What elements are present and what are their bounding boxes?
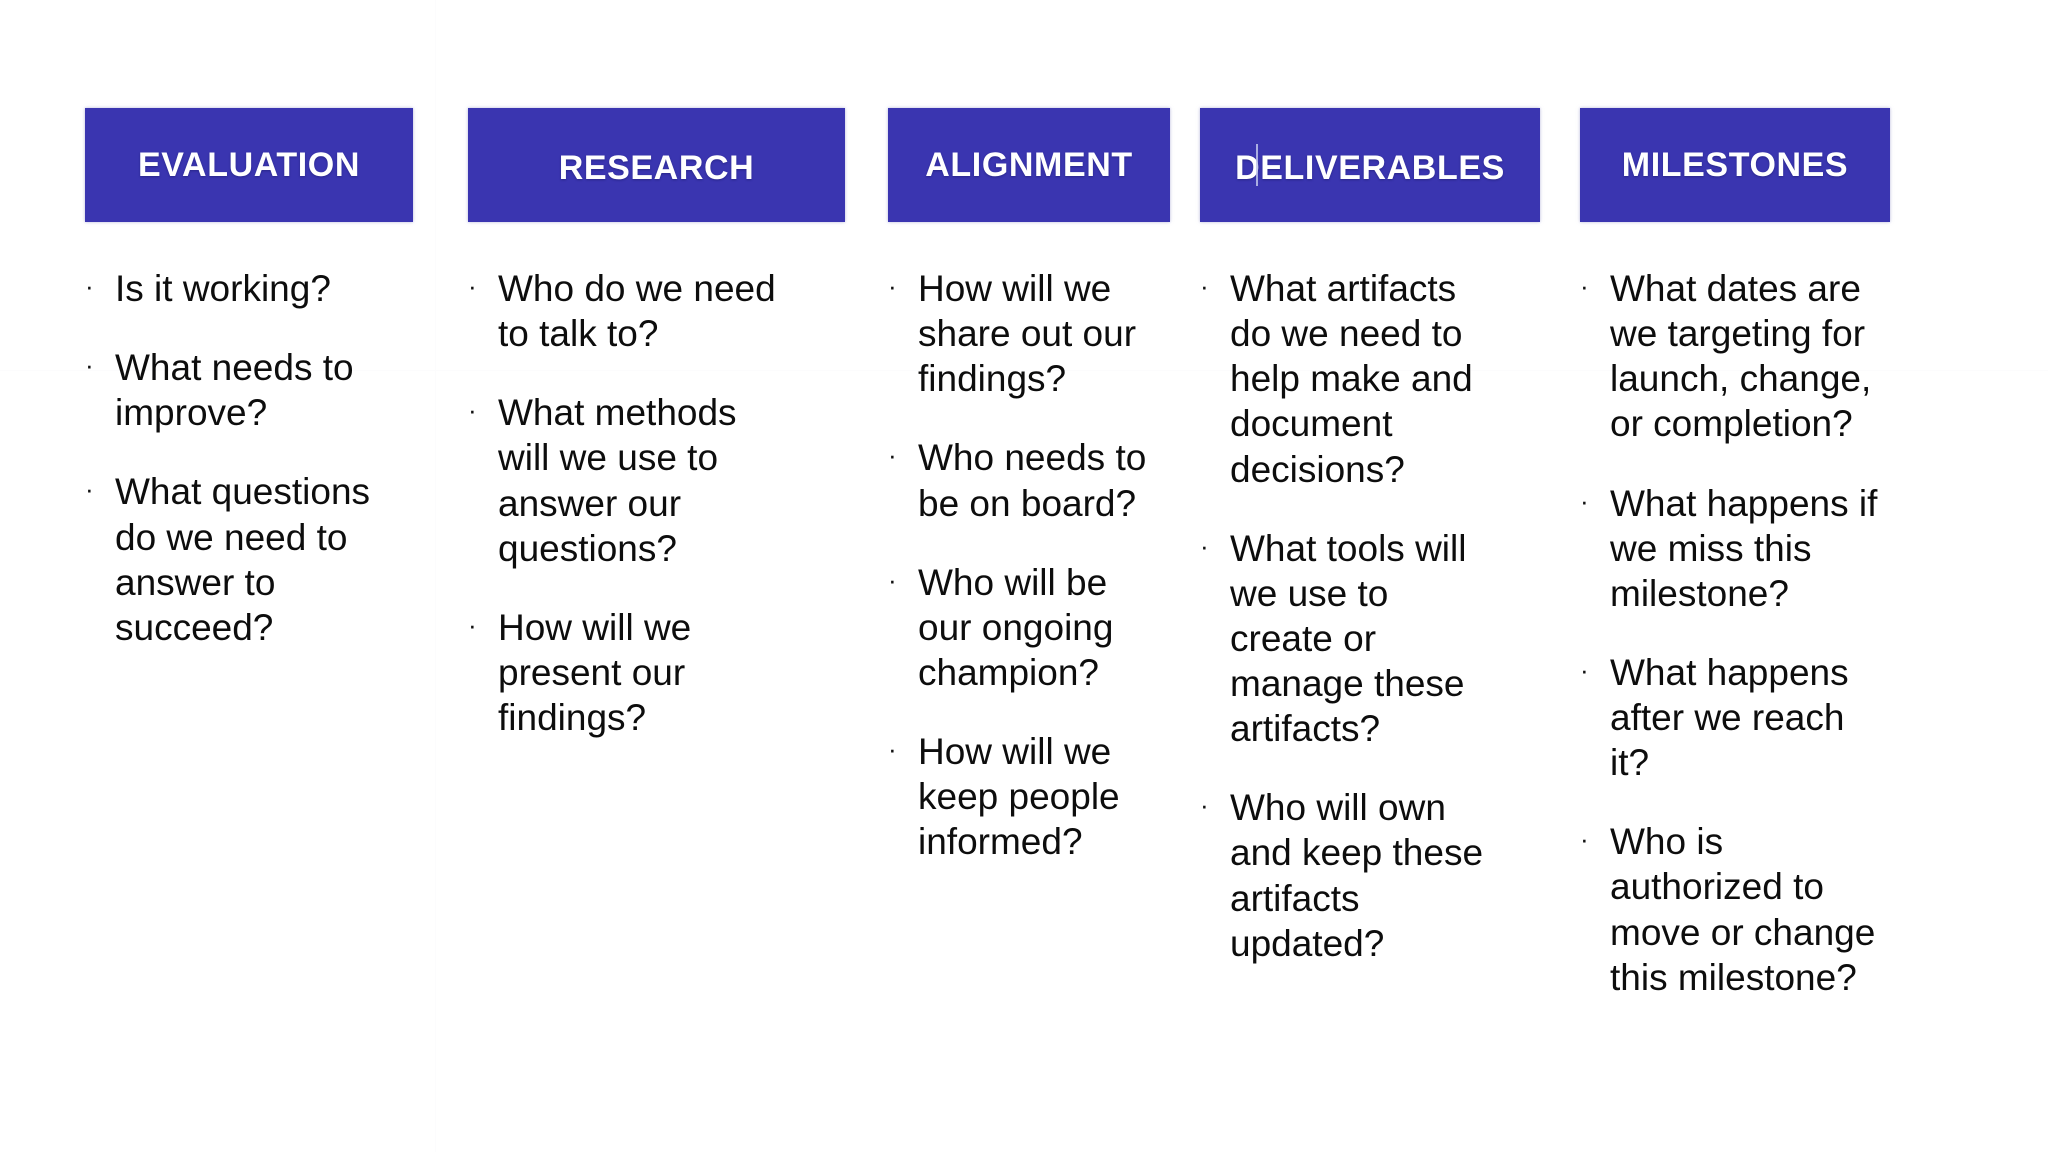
bullet-list-research: · Who do we need to talk to? · What meth… bbox=[468, 266, 788, 740]
list-item: · What happens after we reach it? bbox=[1580, 650, 1880, 785]
bullet-icon: · bbox=[85, 350, 94, 381]
list-item-text: What happens if we miss this milestone? bbox=[1610, 482, 1878, 614]
list-item: · What artifacts do we need to help make… bbox=[1200, 266, 1500, 492]
bullet-icon: · bbox=[888, 271, 897, 301]
bullet-list-milestones: · What dates are we targeting for launch… bbox=[1580, 266, 1880, 1000]
column-milestones: MILESTONES · What dates are we targeting… bbox=[1580, 108, 1890, 1034]
list-item-text: What dates are we targeting for launch, … bbox=[1610, 268, 1872, 445]
bullet-icon: · bbox=[888, 734, 897, 764]
list-item: · Who do we need to talk to? bbox=[468, 266, 788, 356]
list-item-text: What artifacts do we need to help make a… bbox=[1230, 268, 1473, 490]
column-header-label: DELIVERABLES bbox=[1235, 149, 1505, 187]
column-header-research[interactable]: RESEARCH bbox=[468, 108, 845, 222]
bullet-icon: · bbox=[1200, 271, 1209, 301]
column-deliverables: DELIVERABLES · What artifacts do we need… bbox=[1200, 108, 1540, 1000]
list-item-text: Who will own and keep these artifacts up… bbox=[1230, 787, 1484, 964]
panel-seam-left bbox=[435, 0, 436, 1152]
list-item-text: Who do we need to talk to? bbox=[498, 268, 776, 355]
list-item-text: How will we present our findings? bbox=[498, 606, 692, 738]
list-item-text: Who will be our ongoing champion? bbox=[918, 561, 1114, 693]
list-item-text: What methods will we use to answer our q… bbox=[498, 392, 737, 569]
bullet-icon: · bbox=[1580, 485, 1589, 516]
column-evaluation: EVALUATION · Is it working? · What needs… bbox=[85, 108, 413, 684]
list-item-text: What happens after we reach it? bbox=[1610, 651, 1849, 784]
bullet-icon: · bbox=[468, 395, 477, 426]
list-item: · How will we present our findings? bbox=[468, 605, 788, 740]
bullet-icon: · bbox=[468, 609, 477, 640]
bullet-list-deliverables: · What artifacts do we need to help make… bbox=[1200, 266, 1500, 966]
bullet-icon: · bbox=[85, 474, 94, 505]
list-item-text: How will we share out our findings? bbox=[918, 268, 1137, 400]
list-item: · Who will own and keep these artifacts … bbox=[1200, 785, 1500, 966]
list-item: · What methods will we use to answer our… bbox=[468, 390, 788, 571]
list-item: · What happens if we miss this milestone… bbox=[1580, 481, 1880, 616]
column-header-alignment[interactable]: ALIGNMENT bbox=[888, 108, 1170, 222]
list-item: · Who needs to be on board? bbox=[888, 435, 1158, 525]
bullet-icon: · bbox=[888, 440, 897, 471]
list-item-text: How will we keep people informed? bbox=[918, 731, 1120, 863]
list-item: · How will we keep people informed? bbox=[888, 729, 1158, 864]
column-header-label: EVALUATION bbox=[138, 146, 360, 184]
bullet-icon: · bbox=[468, 271, 477, 301]
column-header-evaluation[interactable]: EVALUATION bbox=[85, 108, 413, 222]
list-item: · Who is authorized to move or change th… bbox=[1580, 819, 1880, 1000]
list-item-text: Who is authorized to move or change this… bbox=[1610, 821, 1876, 998]
list-item: · What dates are we targeting for launch… bbox=[1580, 266, 1880, 447]
list-item-text: What questions do we need to answer to s… bbox=[115, 471, 371, 648]
list-item: · What needs to improve? bbox=[85, 345, 415, 435]
bullet-icon: · bbox=[888, 564, 897, 595]
list-item: · What tools will we use to create or ma… bbox=[1200, 526, 1500, 752]
list-item-text: Who needs to be on board? bbox=[918, 437, 1147, 524]
bullet-list-alignment: · How will we share out our findings? · … bbox=[888, 266, 1158, 864]
bullet-icon: · bbox=[1580, 824, 1589, 855]
list-item-text: What needs to improve? bbox=[115, 347, 354, 434]
list-item: · How will we share out our findings? bbox=[888, 266, 1158, 401]
column-header-milestones[interactable]: MILESTONES bbox=[1580, 108, 1890, 222]
list-item: · What questions do we need to answer to… bbox=[85, 469, 415, 650]
column-header-label: MILESTONES bbox=[1621, 146, 1849, 184]
bullet-icon: · bbox=[1200, 530, 1209, 561]
bullet-icon: · bbox=[1200, 790, 1209, 821]
list-item-text: Is it working? bbox=[115, 268, 331, 309]
bullet-icon: · bbox=[1580, 271, 1589, 301]
column-header-label: ALIGNMENT bbox=[925, 146, 1133, 184]
bullet-list-evaluation: · Is it working? · What needs to improve… bbox=[85, 266, 415, 650]
column-header-label: RESEARCH bbox=[558, 149, 755, 187]
bullet-icon: · bbox=[85, 271, 94, 301]
bullet-icon: · bbox=[1580, 654, 1589, 685]
list-item-text: What tools will we use to create or mana… bbox=[1230, 527, 1467, 750]
list-item: · Who will be our ongoing champion? bbox=[888, 560, 1158, 695]
column-research: RESEARCH · Who do we need to talk to? · … bbox=[468, 108, 845, 774]
column-header-deliverables[interactable]: DELIVERABLES bbox=[1200, 108, 1540, 222]
column-alignment: ALIGNMENT · How will we share out our fi… bbox=[888, 108, 1170, 898]
list-item: · Is it working? bbox=[85, 266, 415, 311]
